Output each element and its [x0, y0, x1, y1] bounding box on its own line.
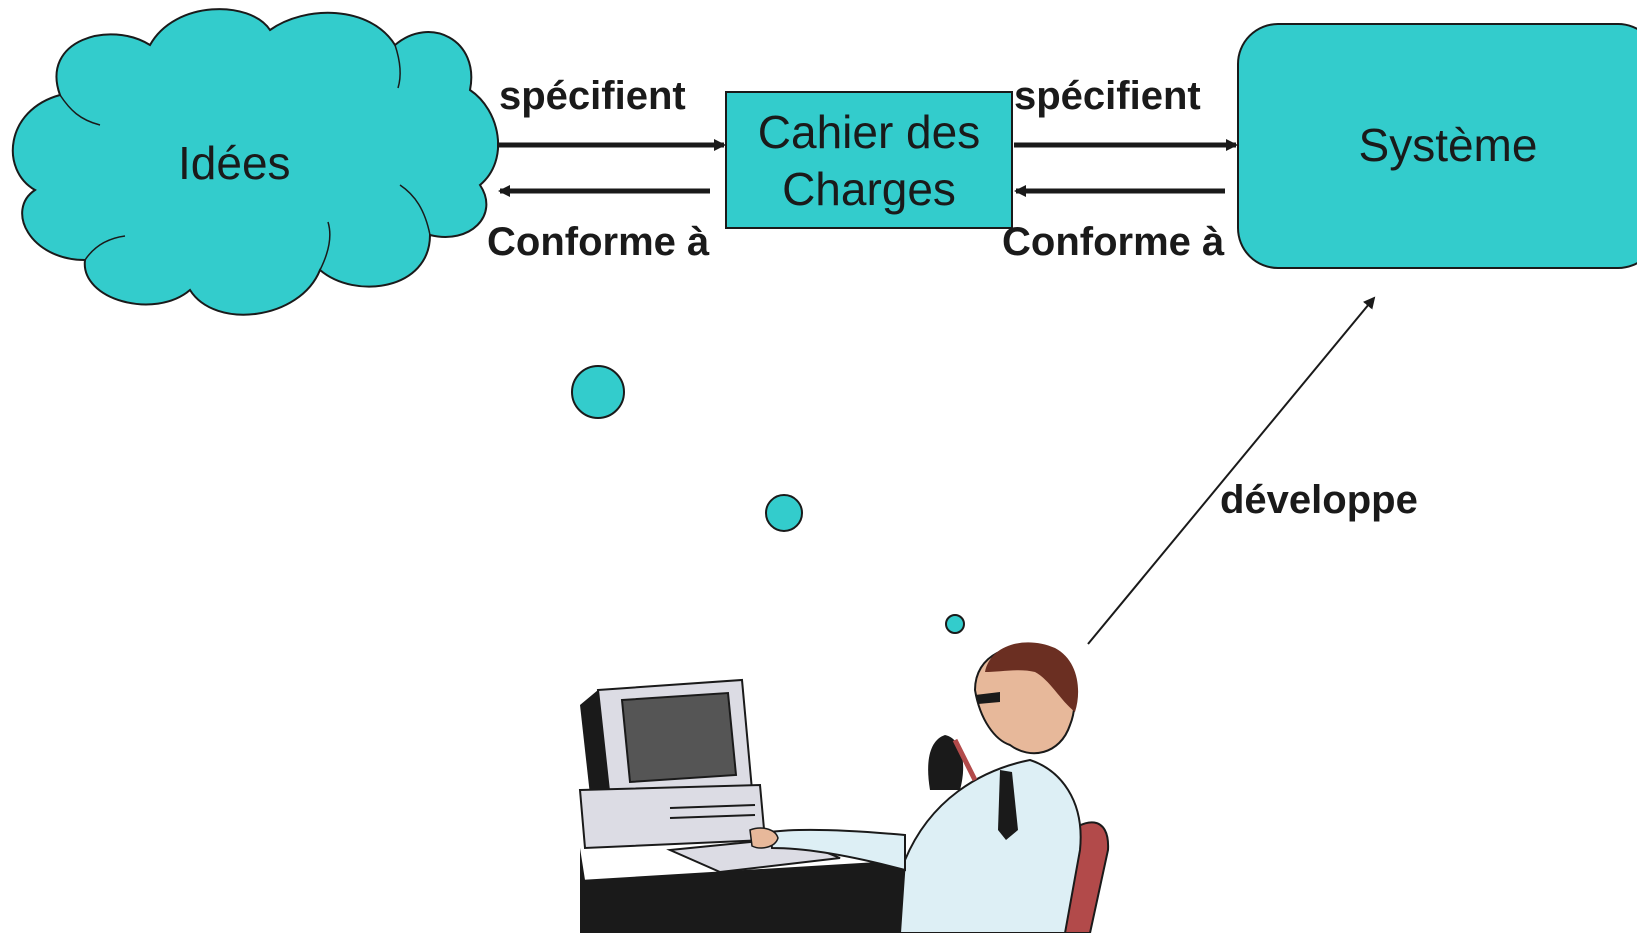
computer-icon	[578, 678, 920, 933]
thought-bubble-small-icon	[945, 614, 965, 634]
node-system-label: Système	[1358, 119, 1538, 171]
person-icon	[749, 642, 1110, 933]
thought-bubble-large-icon	[571, 365, 625, 419]
edge-label-developer-to-system: développe	[1220, 478, 1418, 522]
node-ideas-label: Idées	[178, 137, 291, 189]
edge-label-system-to-doc: Conforme à	[1002, 220, 1225, 264]
node-spec-doc-label-line1: Cahier des	[757, 106, 981, 158]
node-spec-doc-label-line2: Charges	[782, 163, 956, 215]
system-box	[1237, 23, 1637, 269]
edge-label-ideas-to-doc: spécifient	[499, 74, 686, 118]
ideas-cloud-icon	[11, 8, 500, 316]
edge-label-doc-to-system: spécifient	[1014, 74, 1201, 118]
arrow-developer-to-system	[1087, 296, 1376, 645]
thought-bubble-medium-icon	[765, 494, 803, 532]
spec-document-box	[725, 91, 1013, 229]
edge-label-doc-to-ideas: Conforme à	[487, 220, 710, 264]
